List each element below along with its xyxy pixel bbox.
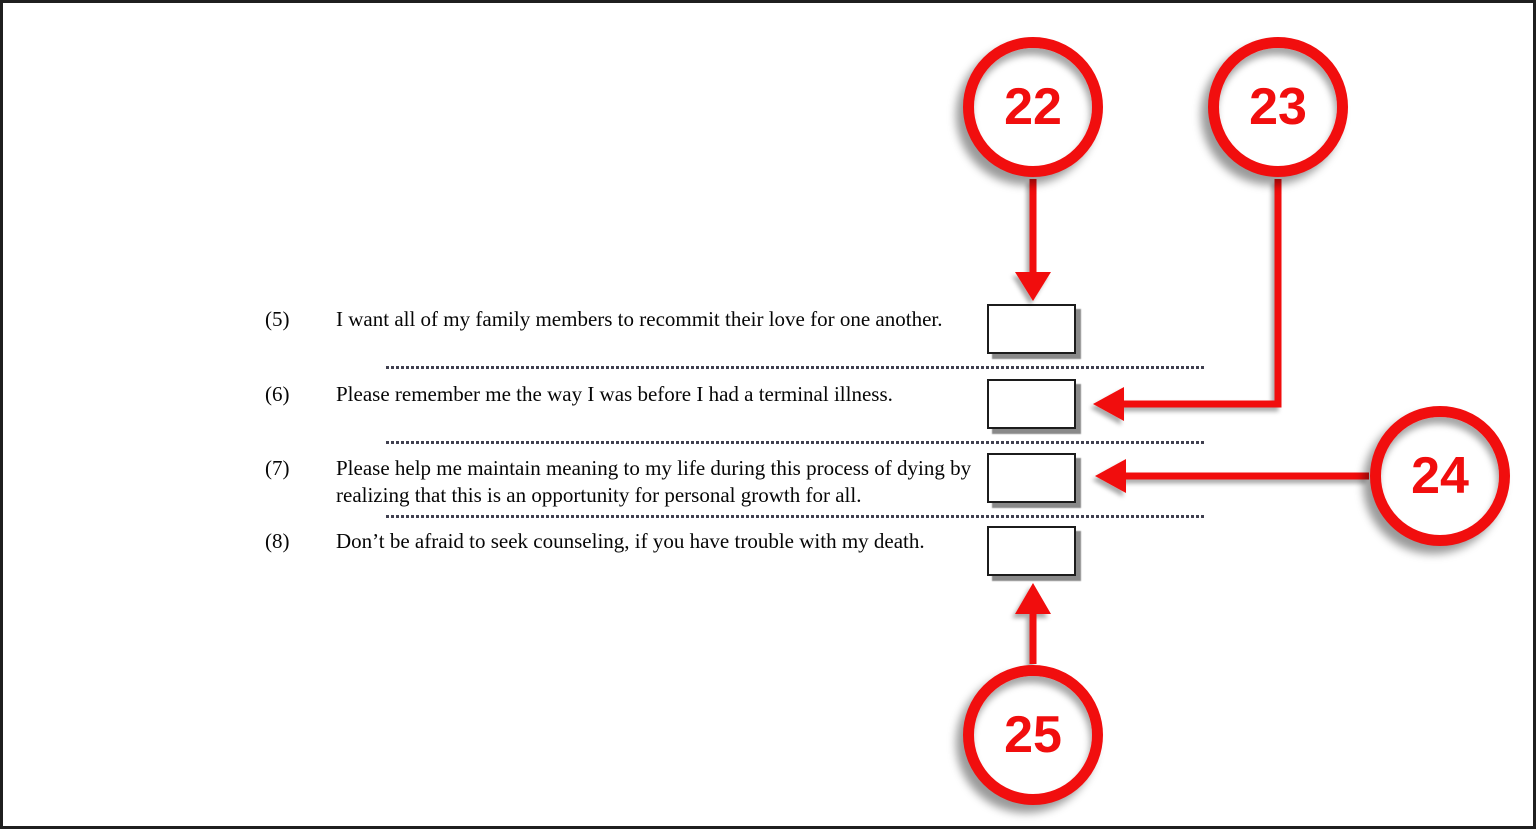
questionnaire-item-6: (6) Please remember me the way I was bef… [265,381,976,408]
badge-label: 24 [1411,447,1469,505]
item-text: I want all of my family members to recom… [336,307,943,331]
arrow-25-to-box-8 [1015,583,1051,664]
questionnaire-item-7: (7) Please help me maintain meaning to m… [265,455,976,509]
badge-label: 22 [1004,78,1062,136]
item-number: (6) [265,382,290,406]
annotation-badge-22: 22 [963,37,1103,177]
dotted-divider [386,441,1206,444]
annotation-badge-24: 24 [1370,406,1510,546]
item-number: (8) [265,529,290,553]
item-text: Don’t be afraid to seek counseling, if y… [336,529,925,553]
item-number: (7) [265,456,290,480]
badge-label: 23 [1249,78,1307,136]
arrow-22-to-box-5 [1015,179,1051,301]
arrow-23-to-box-6 [1093,179,1282,421]
dotted-divider [386,366,1206,369]
item-text: Please help me maintain meaning to my li… [336,456,972,507]
answer-box-item-6[interactable] [987,379,1076,429]
arrow-24-to-box-7 [1095,459,1369,493]
dotted-divider [386,515,1206,518]
annotation-badge-23: 23 [1208,37,1348,177]
questionnaire-item-8: (8) Don’t be afraid to seek counseling, … [265,528,976,555]
answer-box-item-5[interactable] [987,304,1076,354]
item-text: Please remember me the way I was before … [336,382,893,406]
badge-label: 25 [1004,706,1062,764]
questionnaire-item-5: (5) I want all of my family members to r… [265,306,976,333]
answer-box-item-7[interactable] [987,453,1076,503]
item-number: (5) [265,307,290,331]
annotation-badge-25: 25 [963,665,1103,805]
answer-box-item-8[interactable] [987,526,1076,576]
